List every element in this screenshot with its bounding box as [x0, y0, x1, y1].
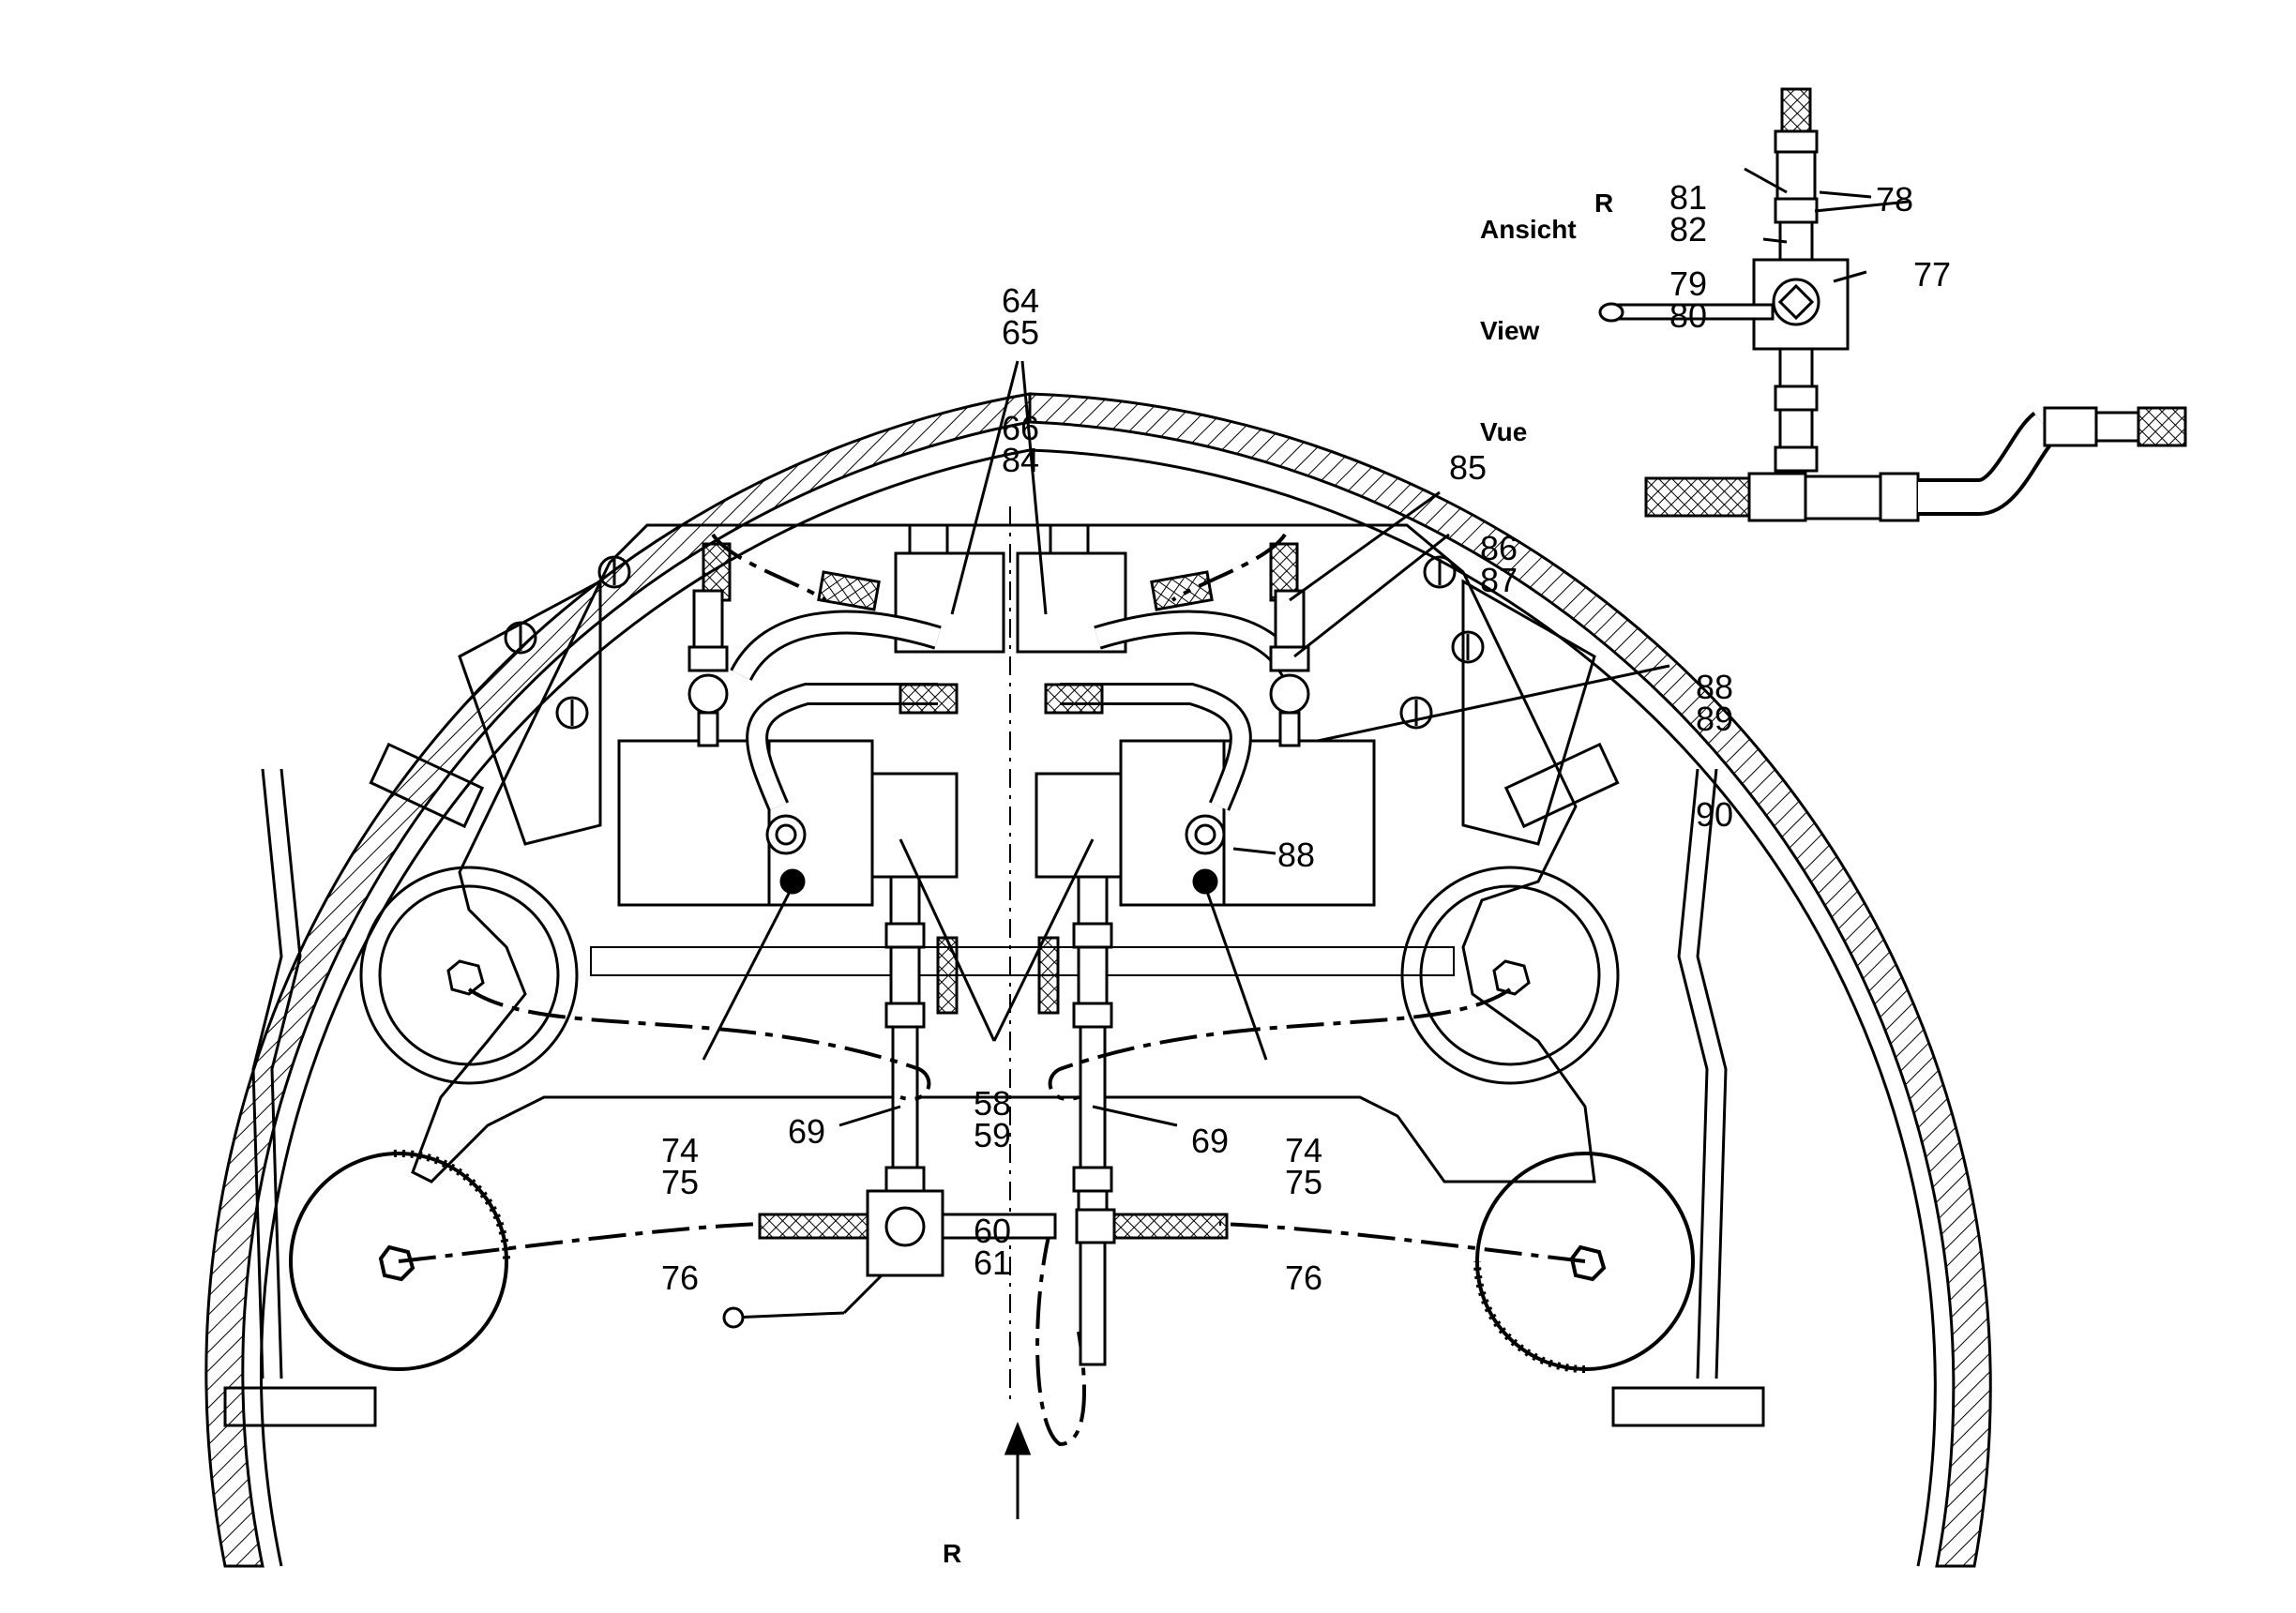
inset-view-letter: R	[1594, 188, 1614, 218]
callout-88-right: 88	[1277, 836, 1316, 874]
fitting-stacks	[687, 589, 1310, 1230]
swivel-joints	[765, 814, 1226, 895]
callout-69-right: 69	[1191, 1122, 1230, 1160]
leader-lines	[702, 360, 1670, 1519]
view-direction-marker: R	[943, 1539, 962, 1568]
callout-69-left: 69	[788, 1112, 826, 1151]
drum-brackets	[223, 742, 1765, 1427]
lower-drums	[289, 1149, 1695, 1373]
pipe-routing	[398, 533, 1586, 1447]
upper-rings	[359, 866, 1620, 1085]
callout-77: 77	[1913, 255, 1952, 294]
plate-bolts	[504, 555, 1485, 730]
bottom-valve	[722, 1189, 1229, 1366]
valve-blocks	[617, 739, 1376, 907]
inset-view-heading: Ansicht View Vue	[1480, 215, 1577, 446]
callout-78: 78	[1876, 180, 1914, 219]
inset-view-r	[1598, 87, 2187, 522]
callout-85: 85	[1449, 448, 1488, 487]
